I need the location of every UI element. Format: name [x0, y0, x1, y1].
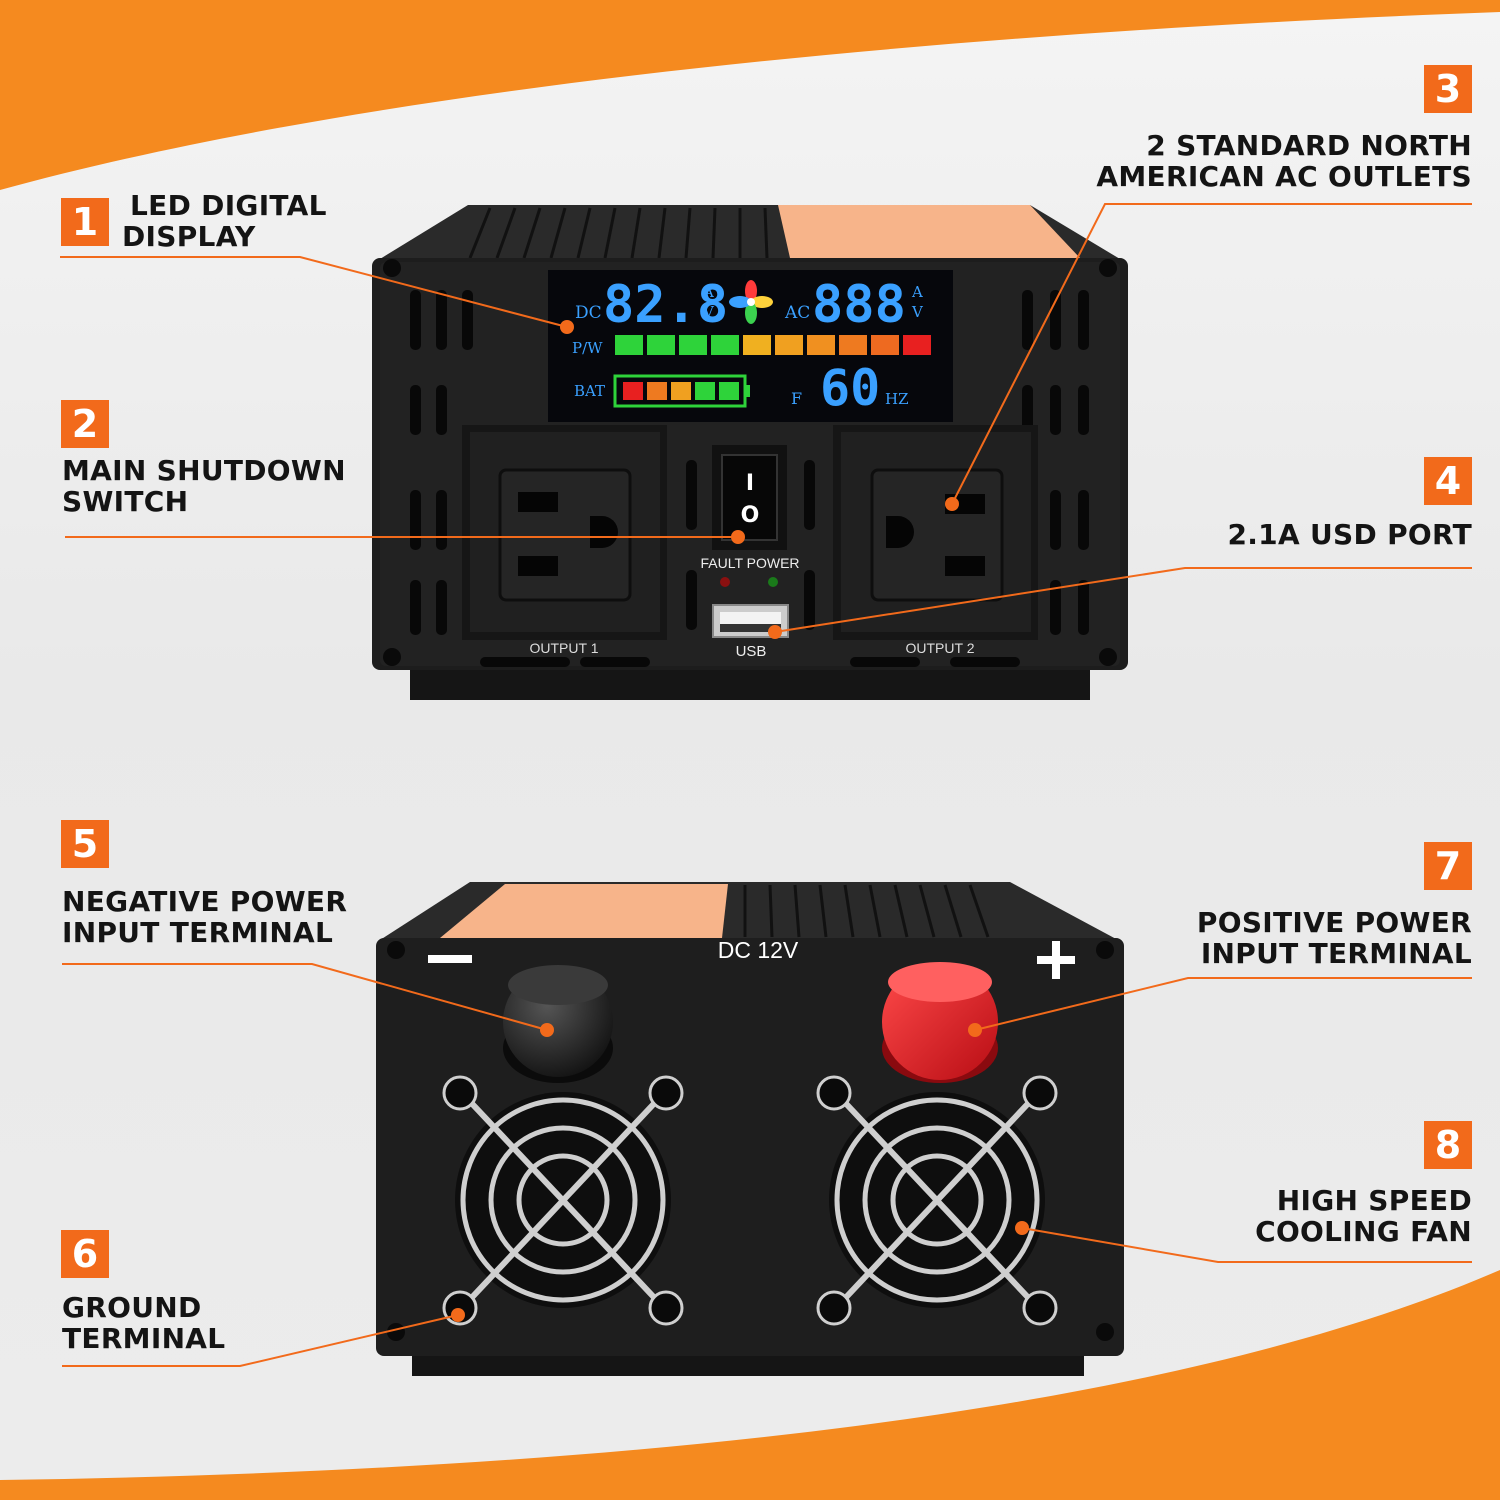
power-level-bar: [615, 335, 931, 355]
callout-1-line-2: DISPLAY: [122, 220, 256, 253]
callout-leader-lines: [60, 203, 1472, 1367]
output-1-label: OUTPUT 1: [530, 640, 599, 656]
callout-5-line-2: INPUT TERMINAL: [62, 916, 334, 949]
callout-badge-6: 6: [61, 1230, 109, 1278]
callout-4-line-1: 2.1A USD PORT: [1227, 518, 1472, 551]
callout-8-line-2: COOLING FAN: [1255, 1215, 1472, 1248]
callout-badge-5: 5: [61, 820, 109, 868]
lcd-dc-unit-v: V: [702, 303, 715, 321]
plus-sign-icon: [1037, 941, 1075, 979]
usb-label: USB: [736, 643, 767, 660]
callout-badge-3: 3: [1424, 65, 1472, 113]
callout-badge-1: 1: [61, 198, 109, 246]
orange-swoosh-bottom: [0, 1270, 1500, 1500]
lcd-ac-unit-a: A: [911, 283, 923, 301]
lcd-bat-label: BAT: [574, 382, 605, 400]
switch-off-mark: O: [741, 503, 760, 528]
switch-on-mark: I: [746, 471, 754, 496]
minus-sign-icon: [428, 955, 472, 963]
lcd-freq-unit: HZ: [885, 390, 909, 408]
callout-badge-2: 2: [61, 400, 109, 448]
negative-power-input-terminal[interactable]: [503, 965, 613, 1083]
callout-5-line-1: NEGATIVE POWER: [62, 885, 348, 918]
ac-outlet-1[interactable]: OUTPUT 1: [462, 425, 667, 656]
lcd-dc-unit-a: A: [702, 283, 714, 301]
callout-label-7: POSITIVE POWER INPUT TERMINAL: [1197, 907, 1472, 969]
positive-power-input-terminal[interactable]: [882, 962, 998, 1083]
lcd-dc-label: DC: [575, 303, 602, 323]
callout-label-6: GROUND TERMINAL: [62, 1292, 225, 1354]
callout-badge-4: 4: [1424, 457, 1472, 505]
callout-6-line-2: TERMINAL: [62, 1322, 226, 1355]
callout-2-line-1: MAIN SHUTDOWN: [62, 454, 346, 487]
callout-label-4: 2.1A USD PORT: [1227, 519, 1472, 550]
fault-led: [720, 577, 730, 587]
lcd-ac-value: 888: [812, 275, 906, 335]
led-digital-display: DC 82.8 A V AC 888 A V P/W: [548, 270, 953, 422]
callout-label-2: MAIN SHUTDOWN SWITCH: [62, 455, 346, 517]
power-led: [768, 577, 778, 587]
dc-12v-label: DC 12V: [718, 937, 799, 963]
callout-label-1: LED DIGITAL DISPLAY: [122, 190, 327, 252]
orange-swoosh-top: [0, 0, 1500, 190]
battery-icon: [613, 374, 750, 408]
output-2-label: OUTPUT 2: [906, 640, 975, 656]
ac-outlet-2[interactable]: OUTPUT 2: [833, 425, 1038, 656]
callout-7-line-2: INPUT TERMINAL: [1200, 937, 1472, 970]
callout-8-line-1: HIGH SPEED: [1276, 1184, 1472, 1217]
callout-3-line-2: AMERICAN AC OUTLETS: [1096, 160, 1472, 193]
callout-7-line-1: POSITIVE POWER: [1196, 906, 1472, 939]
lcd-freq-prefix: F: [791, 389, 802, 408]
callout-1-line-1: LED DIGITAL: [130, 189, 327, 222]
callout-badge-7: 7: [1424, 842, 1472, 890]
callout-6-line-1: GROUND: [62, 1291, 202, 1324]
cooling-fan-right: [816, 1075, 1058, 1326]
callout-dots: [451, 320, 1029, 1322]
callout-label-3: 2 STANDARD NORTH AMERICAN AC OUTLETS: [1096, 130, 1472, 192]
callout-3-line-1: 2 STANDARD NORTH: [1146, 129, 1472, 162]
inverter-front-view: DC 82.8 A V AC 888 A V P/W: [372, 205, 1128, 700]
inverter-rear-view: DC 12V: [376, 882, 1124, 1376]
lcd-dc-value: 82.8: [603, 275, 728, 335]
callout-2-line-2: SWITCH: [62, 485, 189, 518]
fan-icon: [729, 280, 773, 324]
callout-badge-8: 8: [1424, 1121, 1472, 1169]
fault-power-label: FAULT POWER: [700, 555, 799, 571]
main-shutdown-switch[interactable]: I O: [712, 445, 787, 550]
lcd-ac-label: AC: [784, 303, 810, 323]
cooling-fan-left: [442, 1075, 684, 1326]
lcd-ac-unit-v: V: [911, 303, 924, 321]
lcd-pw-label: P/W: [572, 339, 603, 357]
lcd-freq-value: 60: [820, 359, 880, 417]
callout-label-8: HIGH SPEED COOLING FAN: [1255, 1185, 1472, 1247]
callout-label-5: NEGATIVE POWER INPUT TERMINAL: [62, 886, 347, 948]
